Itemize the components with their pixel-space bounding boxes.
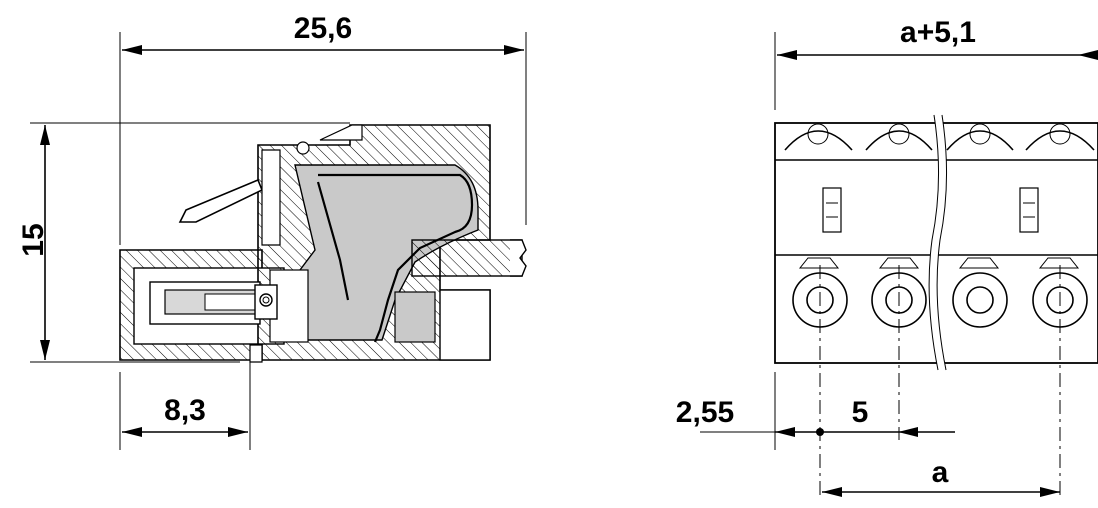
dim-edge-to-pin: 2,55 [676, 396, 734, 429]
dim-pitch: 5 [852, 396, 869, 429]
connector-side-section [119, 124, 527, 363]
side-view: 25,6 15 8,3 [17, 12, 527, 450]
screw-heads [784, 123, 1095, 151]
dim-front-width: a+5,1 [900, 16, 976, 49]
marking-slot [1019, 187, 1039, 233]
front-view: a+5,1 2,55 5 a [676, 16, 1098, 500]
dim-overall-length: 25,6 [294, 12, 352, 45]
dim-height: 15 [17, 223, 50, 256]
marking-slot [822, 187, 842, 233]
dim-span: a [932, 456, 949, 489]
connector-front-face [774, 114, 1098, 371]
dim-offset: 8,3 [164, 394, 206, 427]
